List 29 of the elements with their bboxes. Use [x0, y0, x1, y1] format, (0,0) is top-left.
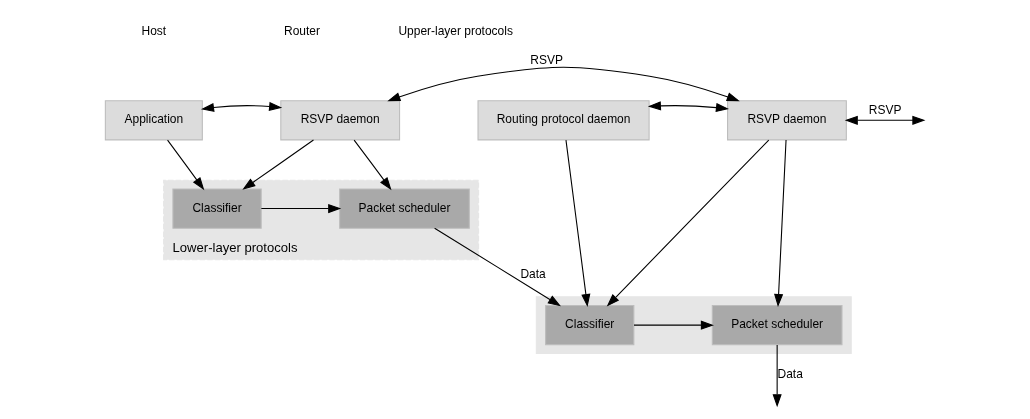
node-box: Packet scheduler — [711, 305, 843, 346]
node-box: Classifier — [172, 188, 262, 229]
arrow — [844, 115, 926, 125]
node-box: Classifier — [545, 305, 635, 346]
arrow — [200, 101, 283, 112]
node-box: Application — [104, 100, 203, 141]
arrow — [774, 139, 787, 308]
edge-label: Data — [520, 267, 546, 282]
arrow — [565, 139, 591, 308]
arrow — [387, 66, 740, 102]
node-box: Packet scheduler — [339, 188, 470, 229]
arrow — [772, 344, 782, 408]
node-box: Routing protocol daemon — [477, 100, 650, 141]
arrow — [167, 139, 205, 191]
edge-label: RSVP — [530, 52, 563, 67]
node-box: RSVP daemon — [727, 100, 847, 141]
label: Upper-layer protocols — [398, 24, 513, 39]
arrow — [260, 204, 342, 214]
edge-label: RSVP — [868, 102, 902, 117]
arrow — [647, 101, 729, 113]
arrow — [606, 139, 770, 307]
edge-label: Data — [777, 367, 803, 382]
label: Router — [284, 24, 321, 39]
label: Host — [141, 24, 167, 39]
arrow — [633, 320, 714, 330]
arrow — [434, 227, 561, 307]
arrow — [353, 139, 392, 191]
node-box: RSVP daemon — [280, 100, 401, 141]
arrow — [242, 139, 314, 190]
